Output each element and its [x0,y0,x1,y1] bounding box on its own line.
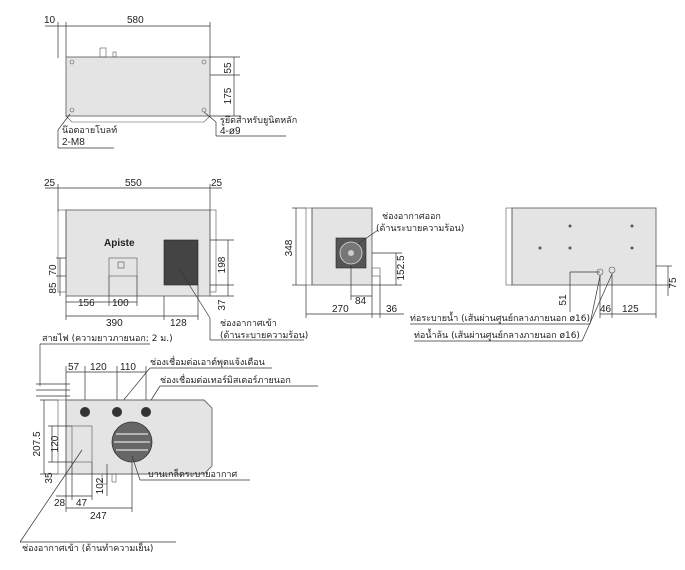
dim-side-84: 84 [355,296,367,307]
dim-top-580: 580 [127,15,144,26]
dim-front-128: 128 [170,318,187,329]
dim-bottom-35: 35 [44,472,55,484]
dim-bottom-120: 120 [90,362,107,373]
dim-front-25a: 25 [44,178,56,189]
label-thermistor-connector: ช่องเชื่อมต่อเทอร์มิสเตอร์ภายนอก [160,373,291,386]
dim-bottom-110: 110 [120,362,136,373]
dim-rear-46: 46 [600,304,612,315]
label-air-in-hot-sub: (ด้านระบายความร้อน) [220,330,308,341]
rear-view: 75 51 46 125 ท่อระบายน้ำ (เส้นผ่านศูนย์ก… [410,207,679,342]
dim-front-85: 85 [48,282,59,294]
front-intake-grille [163,239,199,286]
rear-body [511,207,657,286]
dim-side-152-5: 152.5 [396,255,407,280]
dim-bottom-28: 28 [54,498,66,509]
dim-bottom-57: 57 [68,362,80,373]
dim-bottom-102: 102 [95,477,106,494]
label-overflow: ท่อน้ำล้น (เส้นผ่านศูนย์กลางภายนอก ø16) [414,328,580,341]
bottom-power-port [80,407,90,417]
bottom-alarm-port [112,407,122,417]
label-mount-hole-spec: 4-ø9 [220,126,241,137]
dim-top-55: 55 [223,62,234,74]
label-air-out-sub: (ด้านระบายความร้อน) [376,223,464,234]
dim-bottom-120v: 120 [50,435,61,452]
dim-top-10: 10 [44,15,56,26]
bottom-cold-intake [71,425,93,463]
dim-side-36: 36 [386,304,398,315]
dim-front-390: 390 [106,318,123,329]
dim-side-270: 270 [332,304,349,315]
bottom-thermistor-port [141,407,151,417]
front-view: 25 550 25 Apiste 198 37 70 85 156 100 39… [44,178,308,341]
label-exhaust-louver: บานเกล็ดระบายอากาศ [148,467,237,480]
label-air-in-cold: ช่องอากาศเข้า (ด้านทำความเย็น) [22,541,153,554]
label-drain: ท่อระบายน้ำ (เส้นผ่านศูนย์กลางภายนอก ø16… [410,311,590,324]
label-power-cord: สายไฟ (ความยาวภายนอก: 2 ม.) [42,333,173,344]
dim-rear-51: 51 [558,294,569,306]
dim-rear-75: 75 [668,277,679,289]
top-view: 10 580 55 175 น๊อตอายโบลท์ 2-M8 รูยึดสำห… [44,15,297,149]
dim-front-198: 198 [217,256,228,273]
dim-front-70: 70 [48,264,59,276]
label-air-out: ช่องอากาศออก [382,212,441,222]
dim-top-175: 175 [223,87,234,104]
dim-front-25b: 25 [211,178,223,189]
label-alarm-connector: ช่องเชื่อมต่อเอาต์พุตแจ้งเตือน [150,355,265,368]
label-anchor-bolt: น๊อตอายโบลท์ [62,124,117,136]
front-brand: Apiste [104,238,135,249]
dim-rear-125: 125 [622,304,639,315]
dim-bottom-47: 47 [76,498,88,509]
side-view: 348 152.5 84 270 36 ช่องอากาศออก (ด้านระ… [284,207,464,318]
dim-bottom-247: 247 [90,511,107,522]
top-body [65,56,211,117]
dim-front-37: 37 [217,299,228,311]
dim-side-348: 348 [284,239,295,256]
dim-front-156: 156 [78,298,95,309]
label-air-in-hot: ช่องอากาศเข้า [220,318,277,329]
label-mount-hole: รูยึดสำหรับยูนิตหลัก [220,115,297,126]
bottom-view: สายไฟ (ความยาวภายนอก: 2 ม.) 57 120 110 ช… [19,333,318,554]
dim-front-550: 550 [125,178,142,189]
dim-bottom-207-5: 207.5 [32,431,43,456]
label-anchor-bolt-spec: 2-M8 [62,137,85,148]
dim-front-100: 100 [112,298,129,309]
